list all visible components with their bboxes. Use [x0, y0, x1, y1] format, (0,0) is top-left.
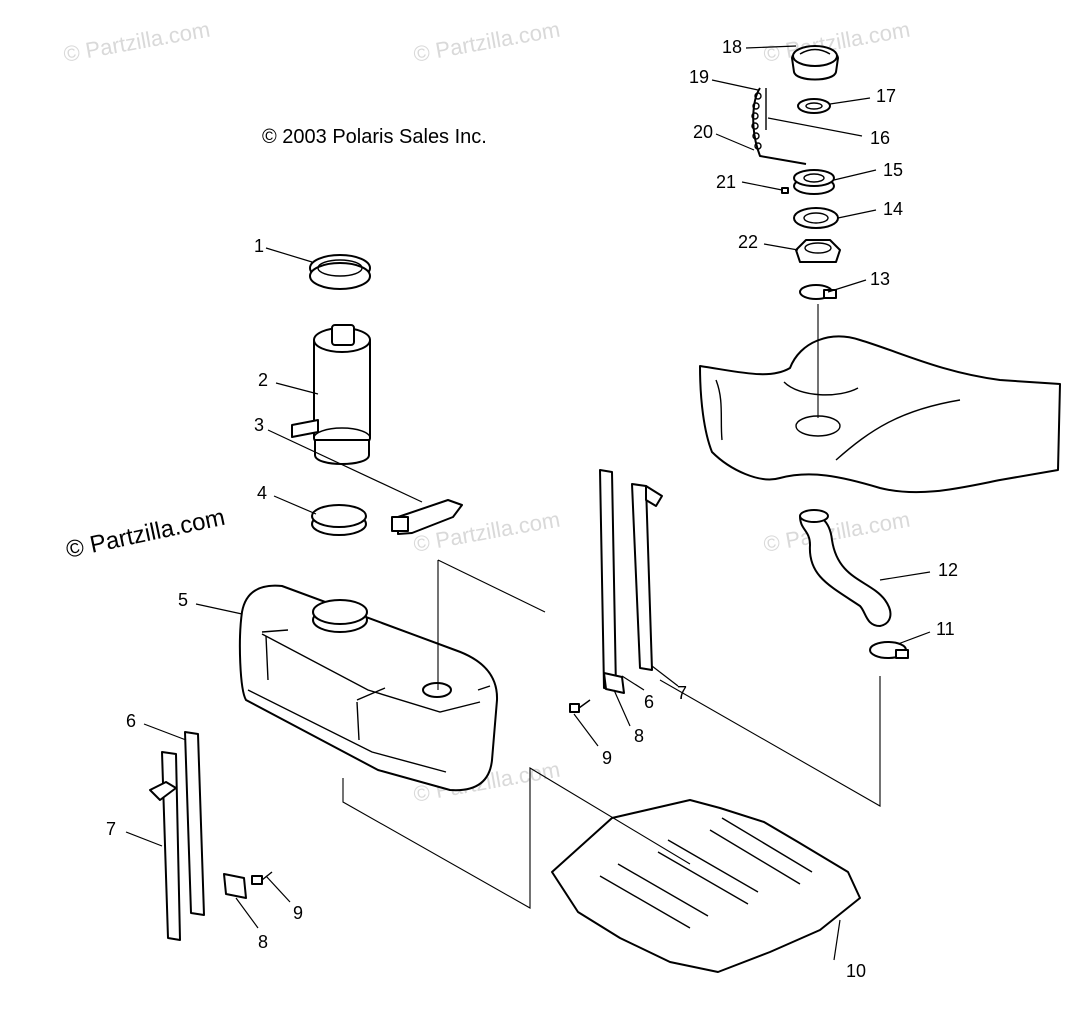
part-lock-ring: [309, 254, 371, 290]
part-fuel-pump: [291, 324, 371, 465]
callout-6: 6: [126, 711, 136, 731]
callout-9: 9: [293, 903, 303, 923]
part-screw-left: [251, 871, 273, 885]
part-filler-nut: [795, 239, 841, 263]
callout-21: 21: [716, 172, 736, 192]
callout-19: 19: [689, 67, 709, 87]
watermark: © Partzilla.com: [762, 507, 912, 557]
part-filler-washer: [793, 207, 839, 229]
part-body-panel: [699, 335, 1061, 494]
part-screw-right: [569, 699, 591, 713]
callout-13: 13: [870, 269, 890, 289]
part-hose-clamp-lower: [869, 641, 909, 659]
part-hose-clamp-upper: [799, 284, 837, 300]
part-clip-right: [603, 672, 625, 694]
part-tether-chain: [751, 87, 807, 165]
callout-18: 18: [722, 37, 742, 57]
part-tank-strap-left: [184, 731, 205, 916]
callout-3: 3: [254, 415, 264, 435]
part-pump-gasket: [311, 504, 367, 536]
part-tank-hook-strap-left: [149, 751, 181, 941]
callout-12: 12: [938, 560, 958, 580]
part-rivet: [781, 187, 789, 194]
callout-7-right: 7: [677, 683, 687, 703]
assembly-lines: [342, 304, 881, 909]
part-clip-left: [223, 873, 247, 899]
callout-8-right: 8: [634, 726, 644, 746]
part-filler-hose: [799, 509, 892, 627]
callout-1: 1: [254, 236, 264, 256]
callout-14: 14: [883, 199, 903, 219]
watermark-dark: © Partzilla.com: [64, 504, 228, 564]
copyright-notice: © 2003 Polaris Sales Inc.: [262, 126, 487, 148]
callout-10: 10: [846, 961, 866, 981]
part-cap-seal: [797, 98, 831, 114]
callout-6-right: 6: [644, 692, 654, 712]
callout-22: 22: [738, 232, 758, 252]
part-tank-strap-right: [599, 469, 617, 691]
part-tank-hook-strap-right: [631, 483, 663, 671]
callout-11: 11: [936, 619, 955, 639]
callout-2: 2: [258, 370, 268, 390]
callout-labels: 1 2 3 4 5 6 7 8 9 10 11 12 13 14 15 16 1…: [106, 37, 958, 981]
watermark: © Partzilla.com: [412, 17, 562, 67]
callout-15: 15: [883, 160, 903, 180]
callout-20: 20: [693, 122, 713, 142]
part-fuel-cap: [791, 45, 839, 81]
callout-7: 7: [106, 819, 116, 839]
leader-lines: [125, 45, 931, 961]
part-pump-bracket: [391, 499, 463, 535]
callout-5: 5: [178, 590, 188, 610]
callout-9-right: 9: [602, 748, 612, 768]
part-floor-pad: [551, 799, 861, 973]
callout-8: 8: [258, 932, 268, 952]
callout-17: 17: [876, 86, 896, 106]
callout-4: 4: [257, 483, 267, 503]
callout-16: 16: [870, 128, 890, 148]
part-filler-neck: [793, 169, 835, 195]
part-fuel-tank: [238, 584, 499, 792]
watermark: © Partzilla.com: [62, 17, 212, 67]
